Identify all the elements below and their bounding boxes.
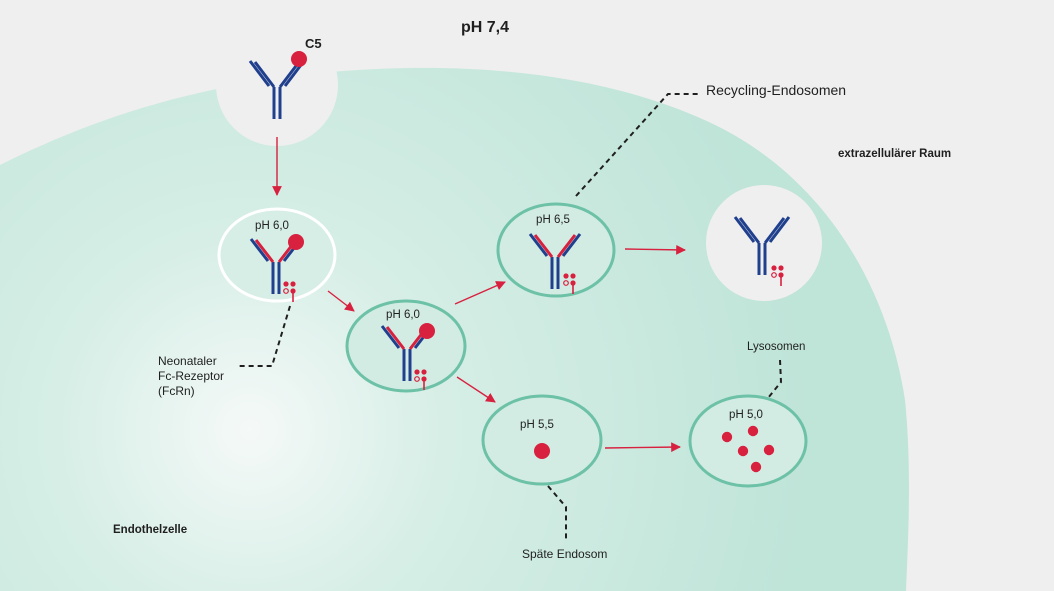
arrow-to-recycling bbox=[454, 281, 506, 305]
degraded-c5-icon bbox=[737, 445, 749, 457]
c5-antigen-icon bbox=[534, 443, 550, 459]
arrow-to-late-endosome bbox=[456, 376, 496, 403]
recycling-endosome: pH 6,5 bbox=[496, 202, 616, 298]
lysosomes-label: Lysosomen bbox=[747, 341, 805, 353]
late-endosome-ph: pH 5,5 bbox=[520, 419, 554, 431]
late-endosome: pH 5,5 bbox=[481, 394, 603, 486]
arrow-to-lysosome bbox=[604, 442, 681, 453]
endosome-b-ph: pH 6,0 bbox=[386, 309, 420, 321]
fcrn-label-line3: (FcRn) bbox=[158, 384, 195, 398]
degraded-c5-icon bbox=[721, 431, 733, 443]
recycling-endosome-ph: pH 6,5 bbox=[536, 214, 570, 226]
fcrn-label-line2: Fc-Rezeptor bbox=[158, 369, 224, 383]
endosome-a: pH 6,0 bbox=[217, 207, 337, 303]
lysosome-ph: pH 5,0 bbox=[729, 409, 763, 421]
c5-antigen-icon bbox=[291, 51, 307, 67]
leader-lysosomes bbox=[767, 359, 783, 399]
recycling-endosomes-label: Recycling-Endosomen bbox=[706, 82, 846, 98]
leader-fcrn bbox=[238, 305, 291, 367]
late-endosome-label: Späte Endosom bbox=[522, 547, 607, 561]
antibody-with-c5 bbox=[248, 51, 307, 121]
c5-label: C5 bbox=[305, 36, 322, 51]
leader-late-endosome bbox=[547, 485, 567, 540]
extracellular-space-label: extrazellulärer Raum bbox=[838, 148, 951, 160]
c5-antigen-icon bbox=[288, 234, 304, 250]
degraded-c5-icon bbox=[750, 461, 762, 473]
fcrn-label-line1: Neonataler bbox=[158, 354, 217, 368]
degraded-c5-icon bbox=[747, 425, 759, 437]
arrow-to-endosome-b bbox=[327, 290, 355, 312]
leader-recycling bbox=[575, 93, 698, 197]
endosome-a-ph: pH 6,0 bbox=[255, 220, 289, 232]
endosome-b: pH 6,0 bbox=[345, 299, 467, 393]
endothelial-cell-label: Endothelzelle bbox=[113, 524, 187, 536]
lysosome: pH 5,0 bbox=[688, 394, 808, 488]
arrow-exocytosis bbox=[624, 244, 686, 255]
page-title: pH 7,4 bbox=[461, 19, 509, 36]
c5-antigen-icon bbox=[419, 323, 435, 339]
degraded-c5-icon bbox=[763, 444, 775, 456]
endocytosis-pit bbox=[216, 24, 338, 146]
